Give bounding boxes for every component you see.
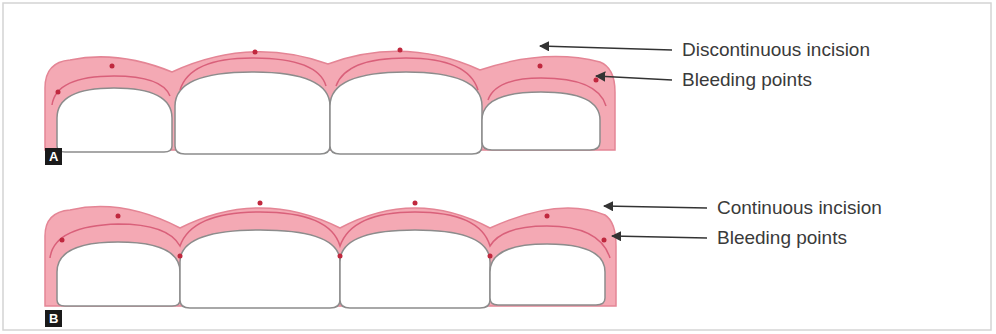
bleeding-point (488, 254, 493, 259)
bleeding-points (60, 201, 607, 259)
callout-label: Bleeding points (717, 227, 847, 249)
callout-label: Bleeding points (682, 69, 812, 91)
leader-line (596, 76, 672, 80)
incision-segment (180, 58, 326, 90)
bleeding-point (60, 238, 65, 243)
tooth (490, 244, 605, 305)
bleeding-point (110, 64, 115, 69)
bleeding-point (413, 201, 418, 206)
tooth (330, 72, 482, 154)
leader-line (540, 46, 672, 50)
panel-letter: A (45, 148, 62, 165)
bleeding-point (56, 90, 61, 95)
frame (3, 3, 991, 330)
tooth (57, 88, 172, 152)
tooth (175, 72, 330, 154)
tooth (180, 230, 340, 308)
leader-line (612, 236, 707, 238)
bleeding-point (338, 254, 343, 259)
callout-label: Discontinuous incision (682, 39, 870, 61)
bleeding-point (538, 64, 543, 69)
discontinuous-incision (52, 58, 606, 106)
tooth (340, 230, 490, 308)
bleeding-point (116, 214, 121, 219)
bleeding-point (398, 48, 403, 53)
bleeding-point (545, 214, 550, 219)
incision-segment (52, 76, 170, 105)
bleeding-point (258, 201, 263, 206)
panel-letter: B (45, 310, 62, 327)
incision-segment (488, 78, 606, 106)
continuous-incision (50, 212, 610, 258)
tooth (57, 242, 180, 306)
bleeding-point (594, 78, 599, 83)
teeth (57, 230, 605, 308)
bleeding-point (602, 238, 607, 243)
incision-segment (336, 58, 478, 90)
bleeding-points (56, 48, 599, 95)
teeth (57, 72, 600, 154)
callout-label: Continuous incision (717, 197, 882, 219)
tooth (482, 92, 600, 150)
bleeding-point (178, 254, 183, 259)
leader-line (604, 206, 707, 208)
bleeding-point (253, 50, 258, 55)
